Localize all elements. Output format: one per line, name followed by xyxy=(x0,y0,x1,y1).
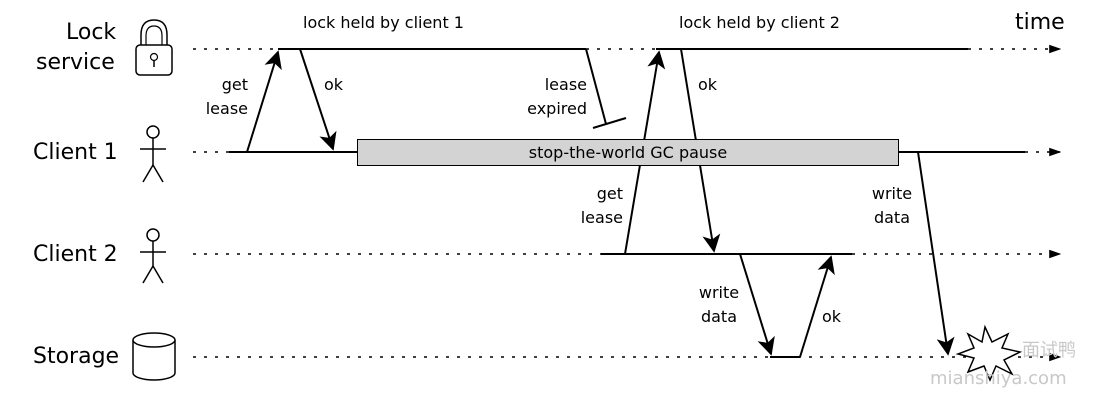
lane-label-lock-service-line1: Lock xyxy=(66,20,117,45)
label-ok-client1: ok xyxy=(324,75,344,94)
watermark-url: mianshiya.com xyxy=(930,368,1067,389)
gc-pause-label: stop-the-world GC pause xyxy=(528,143,728,162)
ok-arrow-client1 xyxy=(299,48,337,151)
label-write-data-client1-line1: write xyxy=(871,184,913,203)
label-lock-held-client1: lock held by client 1 xyxy=(303,13,464,32)
lease-expiry-line xyxy=(585,48,607,125)
stick-figure-icon xyxy=(140,125,166,183)
watermark-title: 面试鸭 xyxy=(1022,340,1076,361)
label-lock-held-client2: lock held by client 2 xyxy=(679,13,840,32)
time-axis-label: time xyxy=(1015,10,1065,35)
gc-pause-box: stop-the-world GC pause xyxy=(357,139,899,166)
ok-arrow-storage xyxy=(799,255,835,358)
label-get-lease-client2-line1: get xyxy=(596,184,623,203)
padlock-icon xyxy=(135,19,173,76)
lane-label-storage: Storage xyxy=(33,344,120,369)
stick-figure-icon xyxy=(140,228,166,284)
write-data-arrow-client2 xyxy=(739,253,775,356)
collision-burst-icon xyxy=(955,324,1023,382)
label-get-lease-client2-line2: lease xyxy=(580,208,623,227)
lane-label-client1: Client 1 xyxy=(33,140,118,165)
label-write-data-client2-line2: data xyxy=(700,307,738,326)
write-data-arrow-client1 xyxy=(917,151,955,356)
label-lease-expired-line1: lease xyxy=(544,75,587,94)
label-write-data-client2-line1: write xyxy=(698,283,740,302)
lane-label-lock-service-line2: service xyxy=(36,50,115,75)
database-cylinder-icon xyxy=(132,332,176,381)
get-lease-arrow-client1 xyxy=(246,50,282,153)
lane-label-client2: Client 2 xyxy=(33,242,118,267)
lease-expiry-mark xyxy=(592,117,627,129)
label-lease-expired-line2: expired xyxy=(527,99,587,118)
label-get-lease-client1-line2: lease xyxy=(205,99,248,118)
label-ok-client2: ok xyxy=(698,75,718,94)
label-get-lease-client1-line1: get xyxy=(221,75,248,94)
label-ok-storage: ok xyxy=(822,307,842,326)
label-write-data-client1-line2: data xyxy=(873,208,911,227)
